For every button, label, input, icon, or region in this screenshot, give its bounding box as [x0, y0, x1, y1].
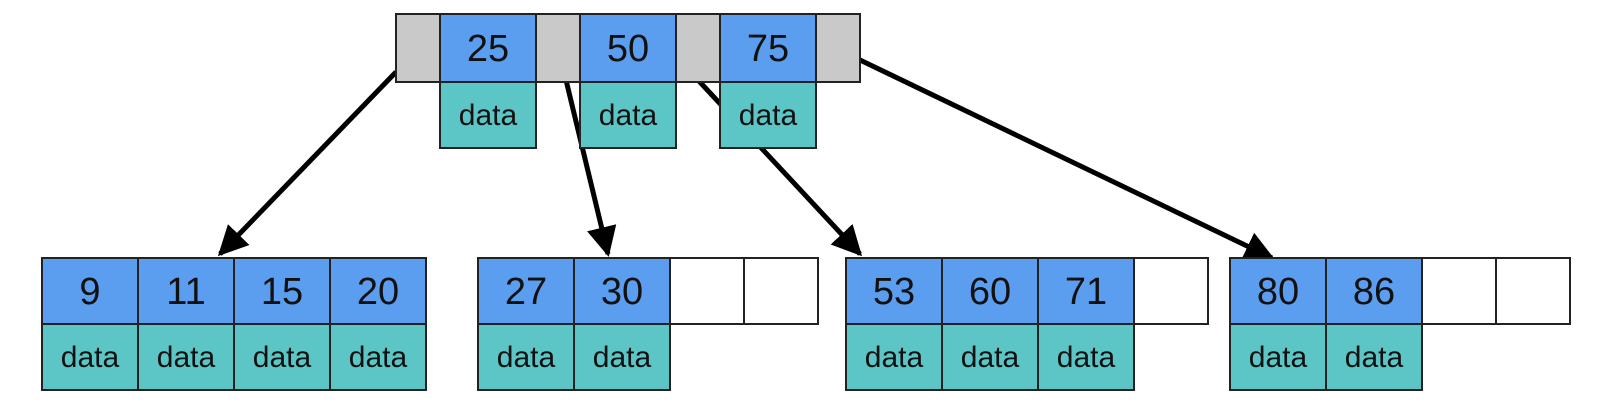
leaf-empty-slot [1495, 257, 1571, 325]
leaf-data-label: data [1057, 341, 1116, 374]
child-pointer-arrow [217, 70, 398, 257]
leaf-empty-slot [669, 257, 745, 325]
root-key-cell [439, 13, 537, 83]
leaf-key-label: 71 [1065, 271, 1107, 313]
leaf-key-label: 20 [357, 271, 399, 313]
leaf-data-cell [941, 323, 1039, 391]
leaf-node: 9 data 11 data 15 data 20 data [41, 257, 427, 391]
root-data-cell [439, 81, 537, 149]
leaf-data-label: data [961, 341, 1020, 374]
leaf-data-label: data [1249, 341, 1308, 374]
leaf-data-label: data [1345, 341, 1404, 374]
child-pointer-arrow [858, 57, 1275, 261]
leaf-empty-slot [743, 257, 819, 325]
leaf-key-label: 80 [1257, 271, 1299, 313]
leaf-node: 27 data 30 data [477, 257, 819, 391]
root-node: 25 data 50 data 75 data [395, 13, 861, 149]
root-key-label: 75 [747, 28, 789, 70]
root-data-label: data [739, 99, 798, 132]
leaf-data-cell [137, 323, 235, 391]
leaf-data-label: data [349, 341, 408, 374]
root-key-label: 25 [467, 28, 509, 70]
leaf-node: 53 data 60 data 71 data [845, 257, 1209, 391]
leaf-data-label: data [253, 341, 312, 374]
leaf-data-label: data [157, 341, 216, 374]
root-key-cell [579, 13, 677, 83]
leaf-key-label: 15 [261, 271, 303, 313]
leaf-key-label: 53 [873, 271, 915, 313]
root-pointer-cell [395, 13, 441, 83]
leaf-empty-slot [1133, 257, 1209, 325]
leaf-key-label: 11 [166, 271, 205, 313]
leaf-data-label: data [61, 341, 120, 374]
leaf-key-cell [1325, 257, 1423, 325]
leaf-data-cell [329, 323, 427, 391]
leaf-data-cell [1229, 323, 1327, 391]
leaf-data-cell [233, 323, 331, 391]
leaf-data-label: data [593, 341, 652, 374]
leaf-key-cell [845, 257, 943, 325]
leaf-data-label: data [497, 341, 556, 374]
leaf-key-label: 86 [1353, 271, 1395, 313]
leaf-empty-slot [1421, 257, 1497, 325]
root-pointer-cell [815, 13, 861, 83]
root-pointer-cell [675, 13, 721, 83]
leaf-key-cell [1229, 257, 1327, 325]
leaf-data-cell [1325, 323, 1423, 391]
leaf-nodes: 9 data 11 data 15 data 20 data 27 data 30 data 53 dat… [41, 257, 1571, 391]
leaf-data-cell [1037, 323, 1135, 391]
root-data-cell [719, 81, 817, 149]
root-data-label: data [459, 99, 518, 132]
leaf-key-cell [233, 257, 331, 325]
leaf-data-label: data [865, 341, 924, 374]
leaf-key-label: 27 [505, 271, 547, 313]
root-data-cell [579, 81, 677, 149]
leaf-key-label: 60 [969, 271, 1011, 313]
leaf-key-cell [137, 257, 235, 325]
leaf-data-cell [573, 323, 671, 391]
leaf-key-label: 9 [79, 271, 100, 313]
child-pointer-arrow [563, 79, 617, 257]
root-pointer-cell [535, 13, 581, 83]
root-key-label: 50 [607, 28, 649, 70]
root-data-label: data [599, 99, 658, 132]
leaf-node: 80 data 86 data [1229, 257, 1571, 391]
leaf-data-cell [845, 323, 943, 391]
leaf-key-label: 30 [601, 271, 643, 313]
